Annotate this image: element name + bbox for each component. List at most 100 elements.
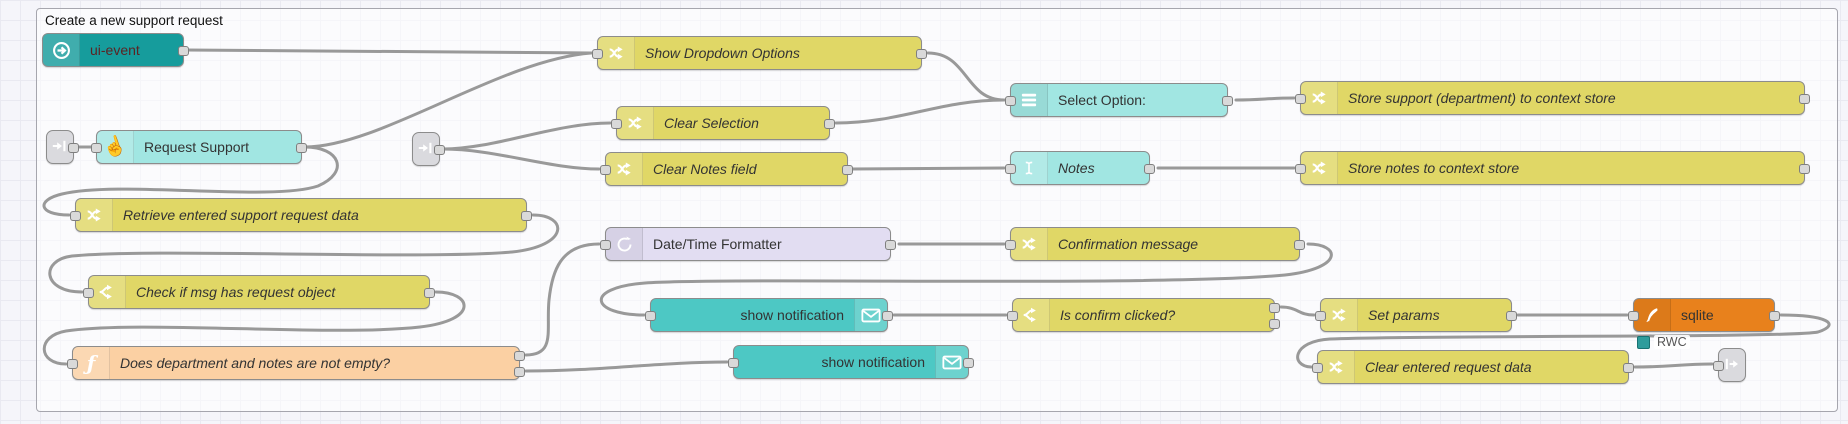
output-port[interactable] xyxy=(1623,363,1634,373)
output-port[interactable] xyxy=(885,240,896,250)
status-text: RWC xyxy=(1654,335,1690,349)
input-port[interactable] xyxy=(1315,311,1326,321)
output-port[interactable] xyxy=(434,145,445,155)
input-port[interactable] xyxy=(67,359,78,369)
wire[interactable] xyxy=(303,51,593,149)
wire[interactable] xyxy=(834,98,1006,125)
output-port-1[interactable] xyxy=(514,351,525,361)
arrow-circle-right-icon xyxy=(43,34,80,66)
input-port[interactable] xyxy=(1628,311,1639,321)
node-link-out[interactable] xyxy=(1713,348,1746,382)
input-port[interactable] xyxy=(1007,311,1018,321)
wire[interactable] xyxy=(441,121,612,151)
node-request-support[interactable]: ☝ Request Support xyxy=(91,130,307,164)
node-check-msg-request-object[interactable]: Check if msg has request object xyxy=(83,275,435,309)
text-cursor-icon xyxy=(1011,152,1048,184)
output-port[interactable] xyxy=(882,311,893,321)
wire[interactable] xyxy=(441,147,601,171)
node-show-notification[interactable]: show notification xyxy=(728,345,974,379)
output-port[interactable] xyxy=(296,143,307,153)
input-port[interactable] xyxy=(1005,164,1016,174)
input-port[interactable] xyxy=(1295,164,1306,174)
input-port[interactable] xyxy=(1713,361,1724,371)
output-port-2[interactable] xyxy=(514,367,525,377)
input-port[interactable] xyxy=(611,119,622,129)
output-port[interactable] xyxy=(178,46,189,56)
wire[interactable] xyxy=(1296,313,1831,369)
input-port[interactable] xyxy=(600,240,611,250)
output-port[interactable] xyxy=(68,143,79,153)
node-clear-selection[interactable]: Clear Selection xyxy=(611,106,835,140)
link-out-icon xyxy=(1723,356,1741,375)
input-port[interactable] xyxy=(83,288,94,298)
node-show-dropdown-options[interactable]: Show Dropdown Options xyxy=(592,36,927,70)
output-port[interactable] xyxy=(1769,311,1780,321)
output-port-1[interactable] xyxy=(1269,303,1280,313)
node-label: Show Dropdown Options xyxy=(645,45,800,61)
node-clear-notes-field[interactable]: Clear Notes field xyxy=(600,152,853,186)
node-notes[interactable]: Notes xyxy=(1005,151,1155,185)
shuffle-icon xyxy=(1011,228,1048,260)
input-port[interactable] xyxy=(1312,363,1323,373)
wire[interactable] xyxy=(1633,362,1714,369)
node-clear-entered-request-data[interactable]: Clear entered request data xyxy=(1312,350,1634,384)
input-port[interactable] xyxy=(70,211,81,221)
output-port-2[interactable] xyxy=(1269,319,1280,329)
input-port[interactable] xyxy=(91,143,102,153)
output-port[interactable] xyxy=(842,165,853,175)
node-show-notification[interactable]: show notification xyxy=(645,298,893,332)
envelope-icon xyxy=(935,346,968,378)
input-port[interactable] xyxy=(592,49,603,59)
input-port[interactable] xyxy=(645,311,656,321)
wire[interactable] xyxy=(849,166,1006,171)
node-label: Date/Time Formatter xyxy=(653,236,782,252)
output-port[interactable] xyxy=(424,288,435,298)
shuffle-icon xyxy=(606,153,643,185)
wire[interactable] xyxy=(524,242,601,357)
output-port[interactable] xyxy=(1506,311,1517,321)
wire[interactable] xyxy=(184,48,593,55)
node-label: sqlite xyxy=(1681,307,1714,323)
node-select-option[interactable]: Select Option: xyxy=(1005,83,1233,117)
input-port[interactable] xyxy=(600,165,611,175)
feather-icon xyxy=(1634,299,1671,331)
node-does-dept-notes-not-empty[interactable]: ƒ Does department and notes are not empt… xyxy=(67,346,525,380)
node-retrieve-request-data[interactable]: Retrieve entered support request data xyxy=(70,198,532,232)
shuffle-icon xyxy=(598,37,635,69)
output-port[interactable] xyxy=(1144,164,1155,174)
wire[interactable] xyxy=(524,360,729,373)
input-port[interactable] xyxy=(1005,240,1016,250)
node-ui-event[interactable]: ui-event xyxy=(42,33,189,67)
node-datetime-formatter[interactable]: Date/Time Formatter xyxy=(600,227,896,261)
output-port[interactable] xyxy=(1799,164,1810,174)
node-sqlite[interactable]: sqlite xyxy=(1628,298,1780,332)
wire[interactable] xyxy=(1279,305,1316,317)
wire[interactable] xyxy=(42,290,466,366)
node-label: Notes xyxy=(1058,160,1095,176)
node-set-params[interactable]: Set params xyxy=(1315,298,1517,332)
node-label: Select Option: xyxy=(1058,92,1146,108)
node-is-confirm-clicked[interactable]: Is confirm clicked? xyxy=(1007,298,1280,332)
output-port[interactable] xyxy=(521,211,532,221)
output-port[interactable] xyxy=(1294,240,1305,250)
input-port[interactable] xyxy=(1005,96,1016,106)
wire[interactable] xyxy=(42,145,339,217)
node-label: Retrieve entered support request data xyxy=(123,207,359,223)
output-port[interactable] xyxy=(963,358,974,368)
wire[interactable] xyxy=(599,242,1333,317)
node-store-support-context[interactable]: Store support (department) to context st… xyxy=(1295,81,1810,115)
wire[interactable] xyxy=(1234,96,1296,102)
wire[interactable] xyxy=(48,213,560,294)
output-port[interactable] xyxy=(1799,94,1810,104)
node-link-in[interactable] xyxy=(46,130,79,164)
node-link-in[interactable] xyxy=(412,132,445,166)
output-port[interactable] xyxy=(916,49,927,59)
wire[interactable] xyxy=(926,51,1006,102)
input-port[interactable] xyxy=(1295,94,1306,104)
output-port[interactable] xyxy=(824,119,835,129)
node-confirmation-message[interactable]: Confirmation message xyxy=(1005,227,1305,261)
input-port[interactable] xyxy=(728,358,739,368)
node-store-notes-context[interactable]: Store notes to context store xyxy=(1295,151,1810,185)
output-port[interactable] xyxy=(1222,96,1233,106)
node-label: Store support (department) to context st… xyxy=(1348,90,1616,106)
